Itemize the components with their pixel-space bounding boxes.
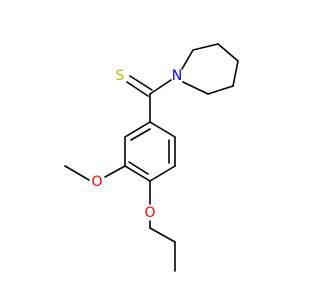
bond-c6-n (182, 81, 209, 95)
thioamide-group (126, 75, 172, 123)
bond-c4-c5 (232, 60, 239, 87)
bond-cs-double-b (129, 75, 153, 91)
structure-canvas: S N O O (64, 43, 239, 272)
bond-n-thiocarbonyl (149, 79, 172, 95)
bond-c3-c4 (217, 43, 239, 62)
bond-aromatic-inner-3 (130, 128, 151, 141)
bond-b4-b5 (124, 165, 151, 182)
atom-label-nitrogen: N (172, 68, 182, 84)
atom-label-oxygen-ethoxy: O (144, 205, 155, 221)
bond-b3-b4 (149, 165, 176, 182)
bond-ch2-o-link (149, 227, 176, 243)
bond-c5-c6 (207, 85, 234, 95)
structural-formula: S N O O (64, 43, 239, 272)
bond-b6-b1 (124, 121, 151, 138)
benzene-ring (124, 121, 176, 182)
atom-label-oxygen-methoxy: O (91, 174, 102, 190)
methoxy-group (64, 165, 126, 181)
bond-c2-c3 (192, 43, 219, 51)
bond-n-c2 (181, 49, 194, 70)
bond-b1-b2 (149, 121, 176, 138)
bond-aromatic-inner-2 (128, 161, 149, 175)
bond-o-methyl (64, 165, 90, 181)
atom-label-sulfur: S (116, 68, 125, 84)
bond-ring-o-methoxy (104, 165, 126, 178)
ethoxy-group (149, 180, 176, 272)
bond-cs-double-a (126, 81, 149, 97)
piperidine-ring (181, 43, 239, 95)
